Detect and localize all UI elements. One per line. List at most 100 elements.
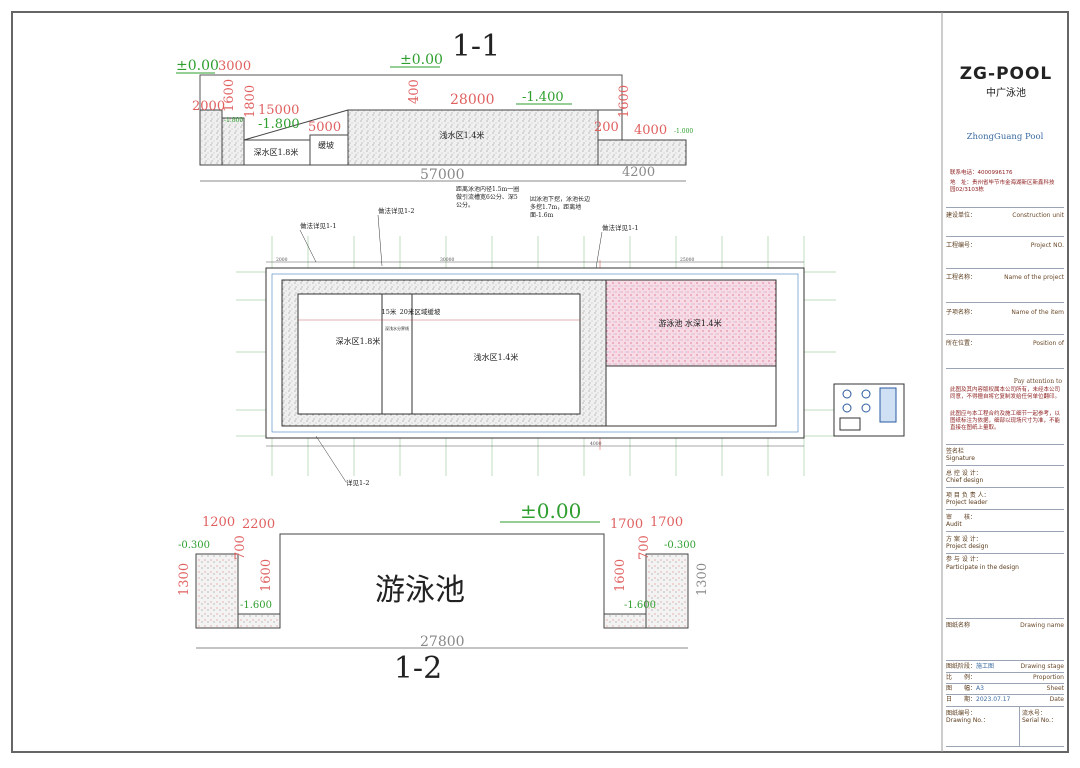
plan-shallow-label: 浅水区1.4米 <box>474 352 519 362</box>
deep-zone <box>243 139 311 166</box>
slope-label: 缓坡 <box>318 140 334 150</box>
dim-400: 400 <box>407 79 422 104</box>
s2-dim-27800: 27800 <box>420 634 465 650</box>
small-level-b: -1.000 <box>674 128 693 135</box>
plan-dim-25000: 25000 <box>680 257 694 263</box>
section-1-1-title: 1-1 <box>452 29 500 64</box>
dim-1600-b: 1600 <box>617 85 632 118</box>
s2-right-wall <box>645 553 689 629</box>
s2-dim-1600-r: 1600 <box>613 559 628 592</box>
note-pipe: 距离泳池内径1.5m一圈做引流槽宽6公分、深5公分。 <box>456 186 519 209</box>
s2-level-zero: ±0.00 <box>520 499 581 523</box>
level-1400: -1.400 <box>522 90 564 105</box>
s2-level-floor-r: -1.600 <box>624 600 656 611</box>
serial-no-en: Serial No.： <box>1022 717 1057 724</box>
s2-outline <box>279 533 605 614</box>
section-1-1: 1-1 深水区1.8米 缓坡 浅水区1.4米 ±0.00 ±0.00 -1.80… <box>176 29 693 183</box>
logo-cn: 中广泳池 <box>986 88 1026 99</box>
project-leader-en: Project leader <box>946 499 988 506</box>
address-row: 地 址：贵州省毕节市金海湖新区新鑫科技园02/3103栋 <box>950 180 1055 193</box>
s2-level-left: -0.300 <box>178 540 210 551</box>
audit-en: Audit <box>946 521 962 528</box>
s2-dim-1200: 1200 <box>202 515 235 530</box>
slope-line <box>243 109 349 141</box>
left-wall <box>199 109 223 166</box>
dim-3000: 3000 <box>218 59 251 74</box>
signature-row: 签名栏 <box>946 448 965 455</box>
dim-1800: 1800 <box>243 85 258 118</box>
participate-en: Participate in the design <box>946 564 1019 571</box>
drawing-no-row: 图纸编号： <box>946 710 977 717</box>
dim-5000: 5000 <box>308 120 341 135</box>
plan-dim-4000: 4000 <box>590 441 602 447</box>
section-1-2-title: 1-2 <box>394 651 442 686</box>
dim-28000: 28000 <box>450 92 495 108</box>
s2-dim-2200: 2200 <box>242 517 275 532</box>
left-step <box>221 117 245 166</box>
attention-title: Pay attention to <box>1013 378 1062 385</box>
plan-20m-label: 20米区域缓坡 <box>400 307 441 316</box>
pool-plan: 深水区1.8米 15米 20米区域缓坡 深浅水分界线 浅水区1.4米 游泳池 水… <box>236 186 905 487</box>
level-zero-top: ±0.00 <box>400 52 443 68</box>
note-excavate: 因泳池下挖，泳池长边多挖1.7m，距离地面-1.6m <box>530 196 590 219</box>
slope-zone <box>309 134 349 166</box>
proportion-row: 比 例：Proportion <box>946 674 1064 681</box>
dim-2000: 2000 <box>192 99 225 114</box>
plan-deep-label: 深水区1.8米 <box>336 336 381 346</box>
construction-unit-row: 建设单位：Construction unit <box>946 212 1064 219</box>
serial-no-row: 流水号： <box>1022 710 1047 717</box>
scheme-design-en: Project design <box>946 543 989 550</box>
project-name-row: 工程名称：Name of the project <box>946 274 1064 281</box>
main-pool <box>297 293 581 415</box>
s2-level-right: -0.300 <box>664 540 696 551</box>
s2-right-floor <box>603 613 647 629</box>
ref-1-1-a: 做法详见1-1 <box>300 221 336 230</box>
level-zero-left: ±0.00 <box>176 58 219 74</box>
plan-kids-label: 游泳池 水深1.4米 <box>658 318 721 328</box>
project-leader-row: 项 目 负 责 人： <box>946 492 990 499</box>
ref-1-2-b: 详见1-2 <box>346 478 369 487</box>
participate-row: 参 与 设 计： <box>946 556 982 563</box>
right-floor <box>597 139 687 166</box>
signature-en: Signature <box>946 455 975 462</box>
s2-dim-1600-l: 1600 <box>259 559 274 592</box>
s2-dim-1300-r: 1300 <box>695 563 710 596</box>
s2-dim-700-r: 700 <box>637 535 652 560</box>
dim-4200: 4200 <box>622 165 655 180</box>
plan-dim-total: 30000 <box>440 257 454 263</box>
s2-level-floor-l: -1.600 <box>240 600 272 611</box>
audit-row: 审 核： <box>946 514 977 521</box>
s2-dim-700-l: 700 <box>233 535 248 560</box>
plan-dim-2000: 2000 <box>276 257 288 263</box>
dim-200: 200 <box>594 120 619 135</box>
dim-4000: 4000 <box>634 123 667 138</box>
dim-15000: 15000 <box>258 103 299 118</box>
attention-2: 此图应与本工程合约及施工细节一起参考，以图纸标注为依据，细部以现场尺寸为准，不能… <box>950 411 1061 431</box>
ref-1-2-a: 做法详见1-2 <box>378 206 414 215</box>
scheme-design-row: 方 案 设 计： <box>946 536 982 543</box>
drawing-no-en: Drawing No.： <box>946 717 989 724</box>
project-no-row: 工程编号：Project NO. <box>946 242 1064 249</box>
s2-pool-label: 游泳池 <box>375 573 465 608</box>
s2-left-floor <box>237 613 281 629</box>
logo: ZG-POOL <box>959 64 1053 84</box>
dim-57000: 57000 <box>420 167 465 183</box>
phone-row: 联系电话：4000996176 <box>950 170 1013 176</box>
dim-1600-a: 1600 <box>222 79 237 112</box>
s2-left-wall <box>195 553 239 629</box>
section-1-1-outline <box>199 74 623 110</box>
attention-1: 此图及其内容版权属本公司所有，未经本公司同意，不得擅自将它复制发给任何单位翻印。 <box>950 387 1061 400</box>
deep-zone-label: 深水区1.8米 <box>254 147 299 157</box>
shallow-label: 浅水区1.4米 <box>440 130 485 140</box>
ref-1-1-b: 做法详见1-1 <box>602 223 638 232</box>
chief-design-row: 总 控 设 计： <box>946 470 982 477</box>
plan-15m-label: 15米 <box>382 307 397 316</box>
small-level-a: -1.800 <box>224 117 243 124</box>
s2-dim-1700-a: 1700 <box>610 517 643 532</box>
s2-dim-1300-l: 1300 <box>177 563 192 596</box>
